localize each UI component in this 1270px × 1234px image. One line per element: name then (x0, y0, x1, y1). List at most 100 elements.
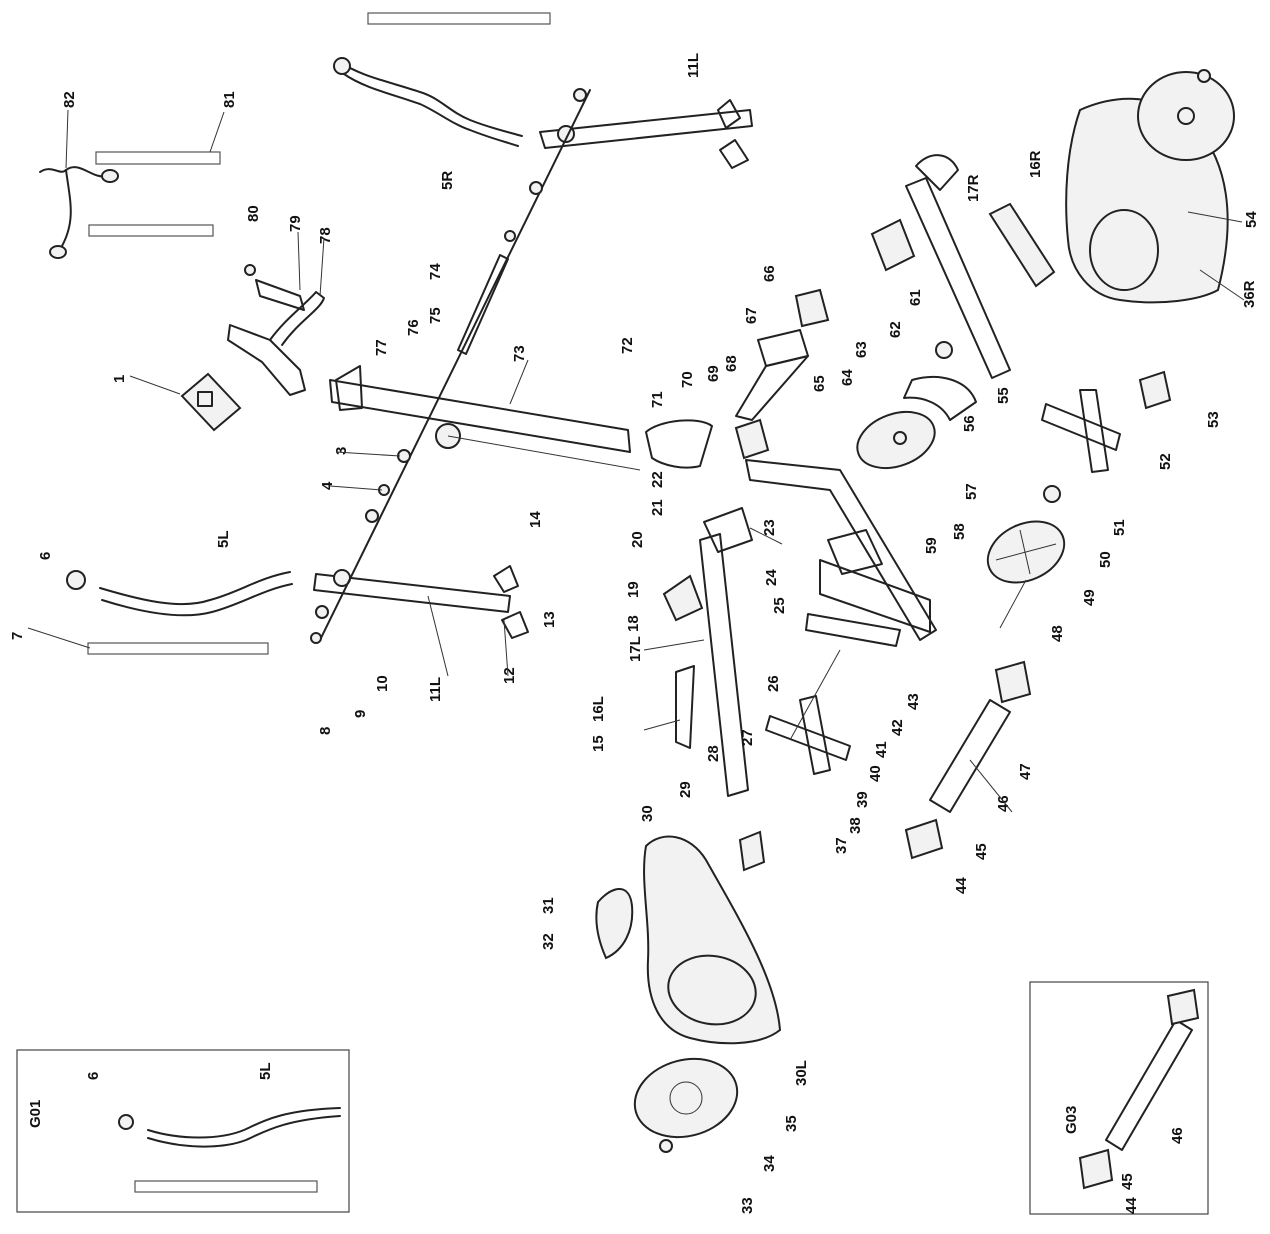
label-34: 34 (761, 1155, 778, 1172)
label-8: 8 (317, 727, 334, 735)
cable-82 (39, 166, 119, 259)
side-cover-36R (1065, 69, 1235, 304)
label-4: 4 (319, 481, 336, 490)
label-18: 18 (625, 615, 642, 632)
label-27: 27 (739, 729, 756, 746)
label-68: 68 (723, 355, 740, 372)
label-28: 28 (705, 745, 722, 762)
label-42: 42 (889, 719, 906, 736)
label-12: 12 (501, 667, 518, 684)
inset-G03-label-46: 46 (1169, 1127, 1186, 1144)
redacted-label-bar (95, 151, 221, 165)
label-14: 14 (527, 511, 544, 528)
label-47: 47 (1017, 763, 1034, 780)
label-5L: 5L (215, 530, 232, 548)
shaft-assembly (310, 88, 591, 644)
label-25: 25 (771, 597, 788, 614)
label-64: 64 (839, 369, 856, 386)
label-58: 58 (951, 523, 968, 540)
label-70: 70 (679, 371, 696, 388)
pedal-arm-17L (662, 507, 766, 872)
inset-G01 (16, 1049, 350, 1213)
upper-arm-78 (227, 264, 325, 396)
label-53: 53 (1205, 411, 1222, 428)
label-1: 1 (111, 375, 128, 383)
main-frame (734, 288, 937, 647)
redacted-label-bar (88, 224, 214, 237)
label-43: 43 (905, 693, 922, 710)
label-35: 35 (783, 1115, 800, 1132)
label-74: 74 (427, 263, 444, 280)
label-52: 52 (1157, 453, 1174, 470)
label-62: 62 (887, 321, 904, 338)
label-46: 46 (995, 795, 1012, 812)
inset-G01-title: G01 (27, 1100, 44, 1128)
label-73: 73 (511, 345, 528, 362)
pedal-arm-17R (870, 154, 1056, 379)
label-59: 59 (923, 537, 940, 554)
side-cover-30L (643, 835, 782, 1045)
label-65: 65 (811, 375, 828, 392)
label-54: 54 (1243, 211, 1260, 228)
handle-arm-11L-top (539, 99, 753, 169)
label-56: 56 (961, 415, 978, 432)
label-31: 31 (540, 897, 557, 914)
label-37: 37 (833, 837, 850, 854)
inset-G01-label-6: 6 (85, 1072, 102, 1080)
main-column-73 (329, 365, 641, 471)
label-41: 41 (873, 741, 890, 758)
label-79: 79 (287, 215, 304, 232)
label-57: 57 (963, 483, 980, 500)
label-67: 67 (743, 307, 760, 324)
rod-74 (457, 254, 509, 355)
label-29: 29 (677, 781, 694, 798)
label-16R: 16R (1027, 150, 1044, 178)
label-9: 9 (352, 710, 369, 718)
label-49: 49 (1081, 589, 1098, 606)
redacted-label-bar (134, 1180, 318, 1193)
stabilizer-46 (904, 660, 1032, 860)
label-17L: 17L (627, 636, 644, 662)
label-44: 44 (953, 877, 970, 894)
label-51: 51 (1111, 519, 1128, 536)
label-30L: 30L (793, 1060, 810, 1086)
label-69: 69 (705, 365, 722, 382)
label-76: 76 (405, 319, 422, 336)
label-20: 20 (629, 531, 646, 548)
label-32: 32 (540, 933, 557, 950)
label-61: 61 (907, 289, 924, 306)
label-10: 10 (374, 675, 391, 692)
label-30: 30 (639, 805, 656, 822)
handlebar-5R (333, 57, 523, 147)
label-75: 75 (427, 307, 444, 324)
label-7: 7 (9, 632, 26, 640)
label-19: 19 (625, 581, 642, 598)
label-63: 63 (853, 341, 870, 358)
label-78: 78 (317, 227, 334, 244)
label-80: 80 (245, 205, 262, 222)
inset-G03-label-44: 44 (1123, 1197, 1140, 1214)
cover-cap-31 (595, 888, 634, 960)
handle-arm-11L (313, 565, 529, 639)
inset-G03-label-45: 45 (1119, 1173, 1136, 1190)
label-21: 21 (649, 499, 666, 516)
label-26: 26 (765, 675, 782, 692)
label-17R: 17R (965, 174, 982, 202)
inset-G01-label-5L: 5L (257, 1062, 274, 1080)
label-45: 45 (973, 843, 990, 860)
label-11L-top: 11L (685, 53, 702, 78)
label-50: 50 (1097, 551, 1114, 568)
label-81: 81 (221, 91, 238, 108)
label-22: 22 (649, 471, 666, 488)
label-11L: 11L (427, 677, 444, 702)
label-38: 38 (847, 817, 864, 834)
cap-55 (935, 341, 953, 359)
label-16L: 16L (590, 696, 607, 722)
console-1 (180, 372, 242, 432)
redacted-label-bar (367, 12, 551, 25)
label-48: 48 (1049, 625, 1066, 642)
label-39: 39 (854, 791, 871, 808)
label-6: 6 (37, 552, 54, 560)
